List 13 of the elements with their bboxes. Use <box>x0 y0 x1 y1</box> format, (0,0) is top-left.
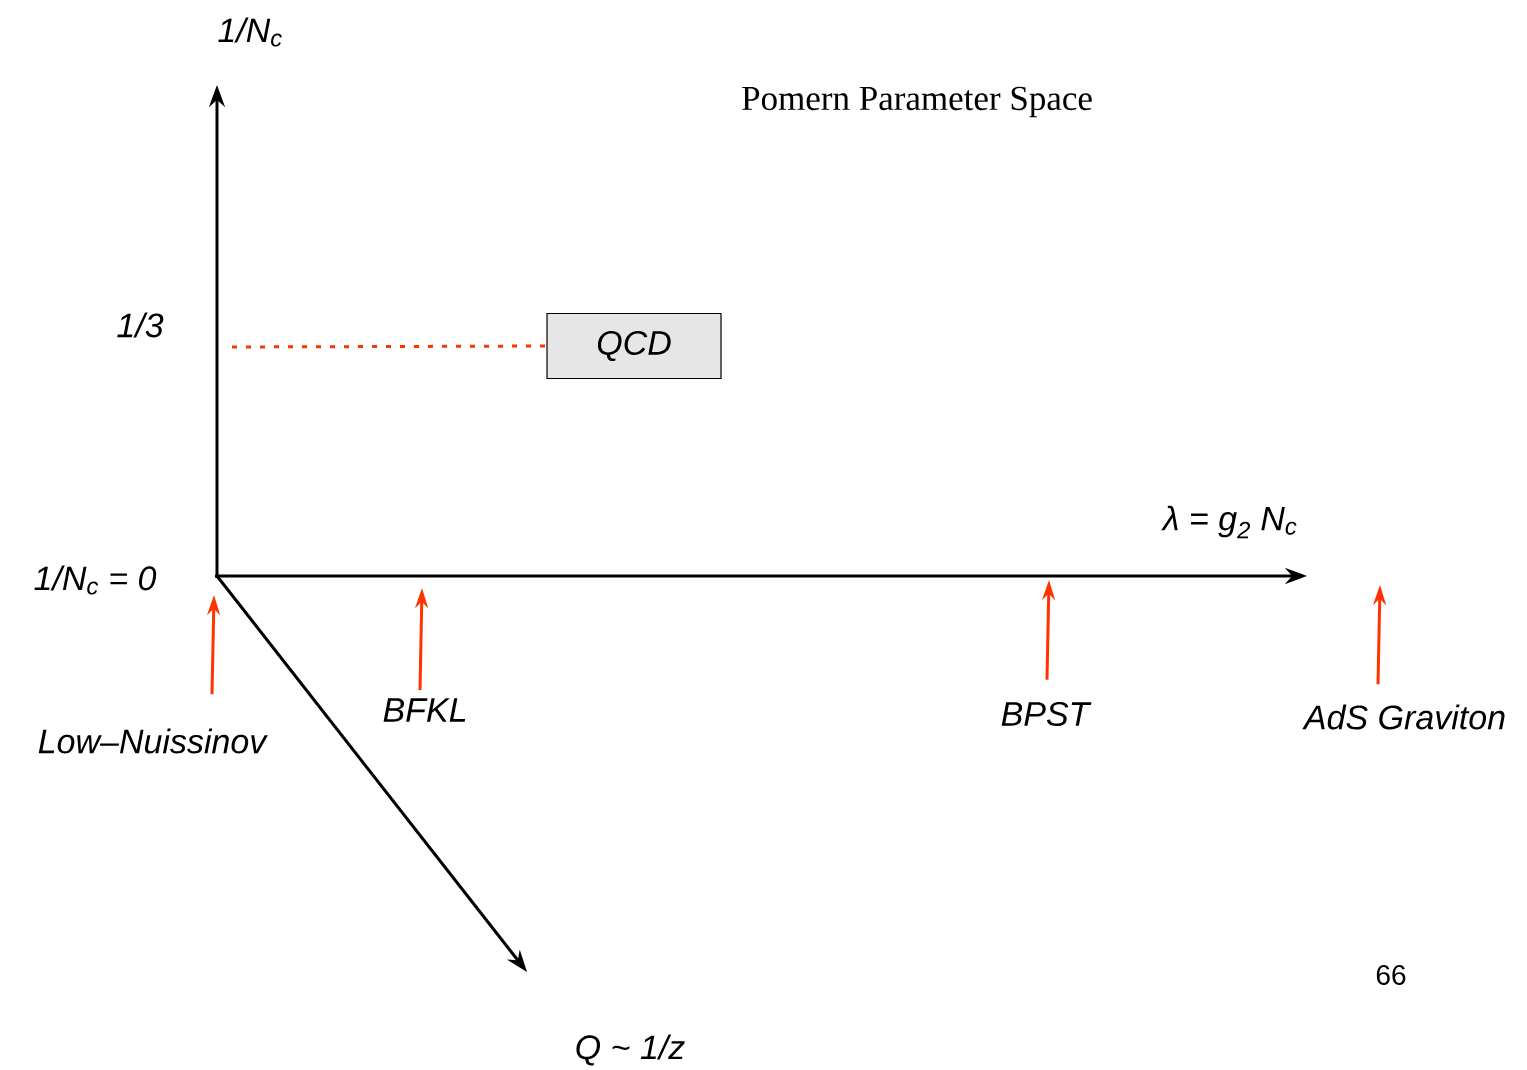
point-label: BPST <box>1001 701 1092 727</box>
leader-line <box>232 344 547 349</box>
axis-label: Q ~ 1/z <box>576 1034 685 1066</box>
tick-label: 1/N$_{c}$ = 0 <box>34 565 157 595</box>
axis-label: λ = g$_{2}$ N$_{c}$ <box>1161 505 1297 539</box>
tick-label: 1/3 <box>117 312 164 338</box>
process-box: QCD <box>546 312 722 380</box>
page-number: 66 <box>1376 965 1406 985</box>
title: Pomern Parameter Space <box>742 86 1092 118</box>
point-label: Low–Nuissinov <box>38 728 268 754</box>
point-label: BFKL <box>383 698 466 722</box>
axis-label: 1/N$_{c}$ <box>218 17 282 47</box>
point-label: AdS Graviton <box>1302 704 1505 730</box>
